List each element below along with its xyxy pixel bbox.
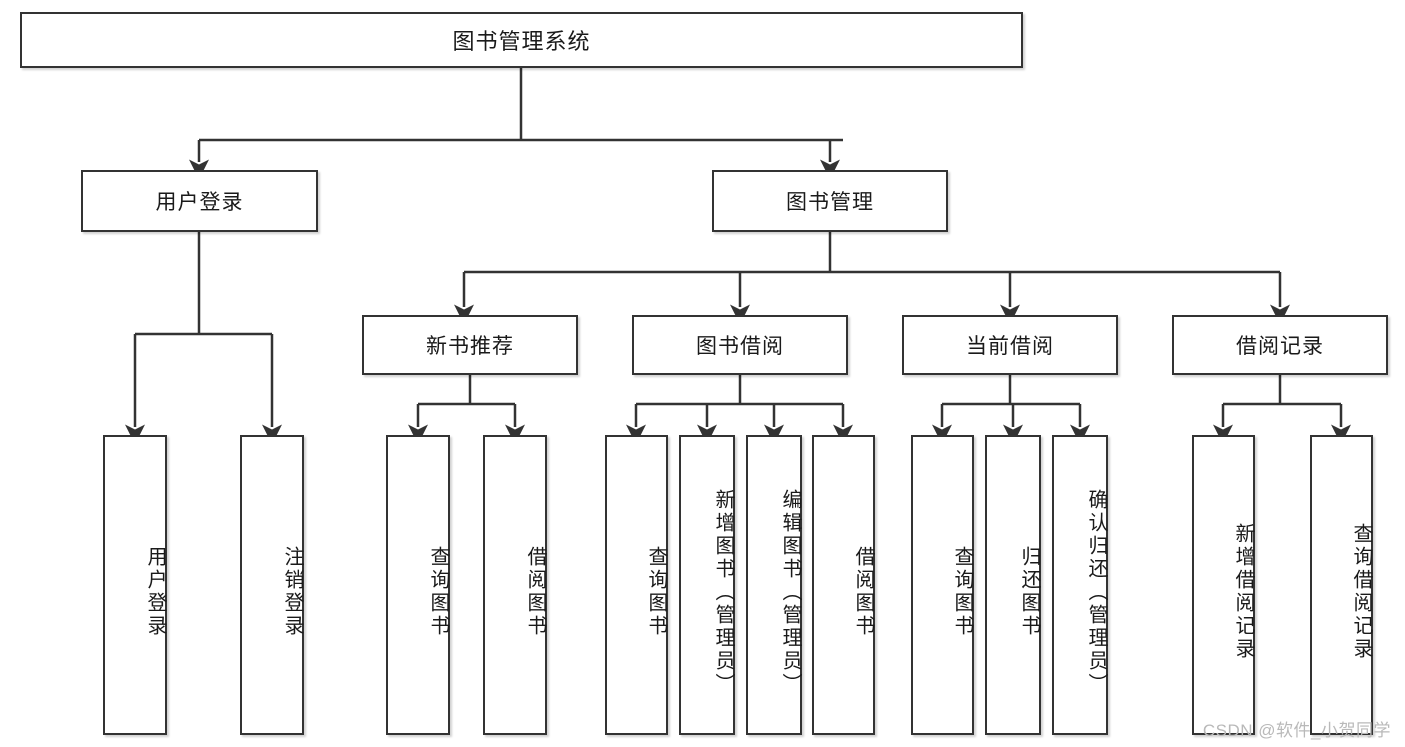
node-current-borrow[interactable]: 当前借阅 (902, 315, 1118, 375)
node-book-borrow[interactable]: 图书借阅 (632, 315, 848, 375)
watermark: CSDN @软件_小贺同学 (1202, 721, 1391, 740)
leaf-add-borrow-record[interactable]: 新增借阅记录 (1192, 435, 1255, 735)
leaf-query-book-current[interactable]: 查询图书 (911, 435, 974, 735)
node-new-book-recommend[interactable]: 新书推荐 (362, 315, 578, 375)
leaf-edit-book-admin[interactable]: 编辑图书（管理员） (746, 435, 802, 735)
node-borrow-record[interactable]: 借阅记录 (1172, 315, 1388, 375)
leaf-borrow-book[interactable]: 借阅图书 (812, 435, 875, 735)
leaf-query-book-recommend[interactable]: 查询图书 (386, 435, 450, 735)
leaf-confirm-return-admin[interactable]: 确认归还（管理员） (1052, 435, 1108, 735)
leaf-logout[interactable]: 注销登录 (240, 435, 304, 735)
node-user-login[interactable]: 用户登录 (81, 170, 318, 232)
leaf-return-book[interactable]: 归还图书 (985, 435, 1041, 735)
node-book-management[interactable]: 图书管理 (712, 170, 948, 232)
leaf-user-login[interactable]: 用户登录 (103, 435, 167, 735)
leaf-add-book-admin[interactable]: 新增图书（管理员） (679, 435, 735, 735)
leaf-query-book-borrow[interactable]: 查询图书 (605, 435, 668, 735)
leaf-query-borrow-record[interactable]: 查询借阅记录 (1310, 435, 1373, 735)
leaf-borrow-book-recommend[interactable]: 借阅图书 (483, 435, 547, 735)
node-root-system[interactable]: 图书管理系统 (20, 12, 1023, 68)
